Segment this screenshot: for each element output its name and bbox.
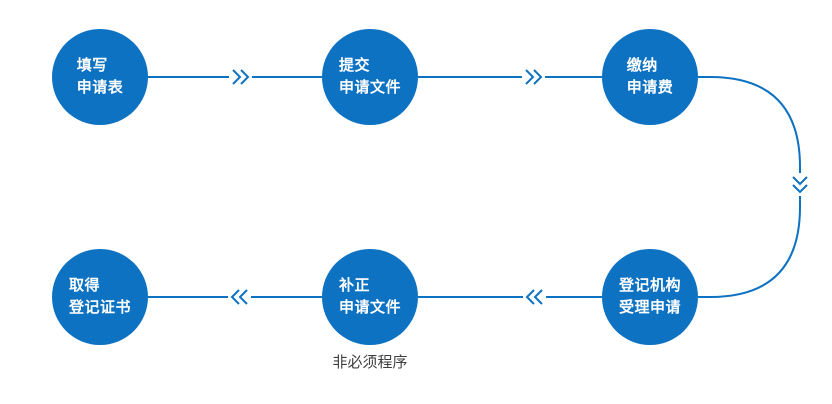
flow-step-label: 提交 申请文件: [339, 55, 401, 99]
chevron-right-icon: [533, 69, 543, 85]
flow-step-label-line2: 申请费: [626, 79, 674, 96]
flow-step-label: 补正 申请文件: [339, 275, 401, 319]
flow-step-label-line2: 登记证书: [68, 299, 131, 316]
chevron-right-icon: [240, 69, 250, 85]
chevron-down-icon: [792, 176, 808, 186]
flow-step-label-line1: 取得: [68, 277, 100, 294]
chevron-left-icon: [525, 289, 535, 305]
chevron-left-icon: [533, 289, 543, 305]
flow-step-label-line1: 登记机构: [618, 277, 681, 294]
flow-step-label-line1: 补正: [338, 277, 370, 294]
flow-step-agency-accepts: 登记机构 受理申请: [602, 249, 698, 345]
flow-step-label-line1: 填写: [76, 57, 108, 74]
curve-connector-3-4: [698, 196, 801, 298]
flow-step-correct-documents: 补正 申请文件: [322, 249, 418, 345]
flow-step-label-line1: 缴纳: [626, 57, 658, 74]
chevron-right-icon: [232, 69, 242, 85]
flow-step-fill-form: 填写 申请表: [52, 29, 148, 125]
chevron-down-icon: [792, 184, 808, 194]
flow-step-pay-fee: 缴纳 申请费: [602, 29, 698, 125]
optional-step-note: 非必须程序: [332, 354, 408, 371]
curve-connector-3-4: [698, 76, 801, 173]
flow-step-label: 取得 登记证书: [69, 275, 131, 319]
flow-step-label-line2: 申请文件: [338, 299, 401, 316]
chevron-right-icon: [525, 69, 535, 85]
chevron-left-icon: [238, 289, 248, 305]
flow-step-label-line1: 提交: [338, 57, 370, 74]
flow-step-label-line2: 申请文件: [338, 79, 401, 96]
flow-step-label: 登记机构 受理申请: [619, 275, 681, 319]
flow-step-label: 缴纳 申请费: [627, 55, 674, 99]
flow-step-obtain-certificate: 取得 登记证书: [52, 249, 148, 345]
chevron-left-icon: [230, 289, 240, 305]
flow-step-label-line2: 受理申请: [618, 299, 681, 316]
flow-step-label: 填写 申请表: [77, 55, 124, 99]
flow-step-submit-documents: 提交 申请文件: [322, 29, 418, 125]
flow-step-label-line2: 申请表: [76, 79, 124, 96]
